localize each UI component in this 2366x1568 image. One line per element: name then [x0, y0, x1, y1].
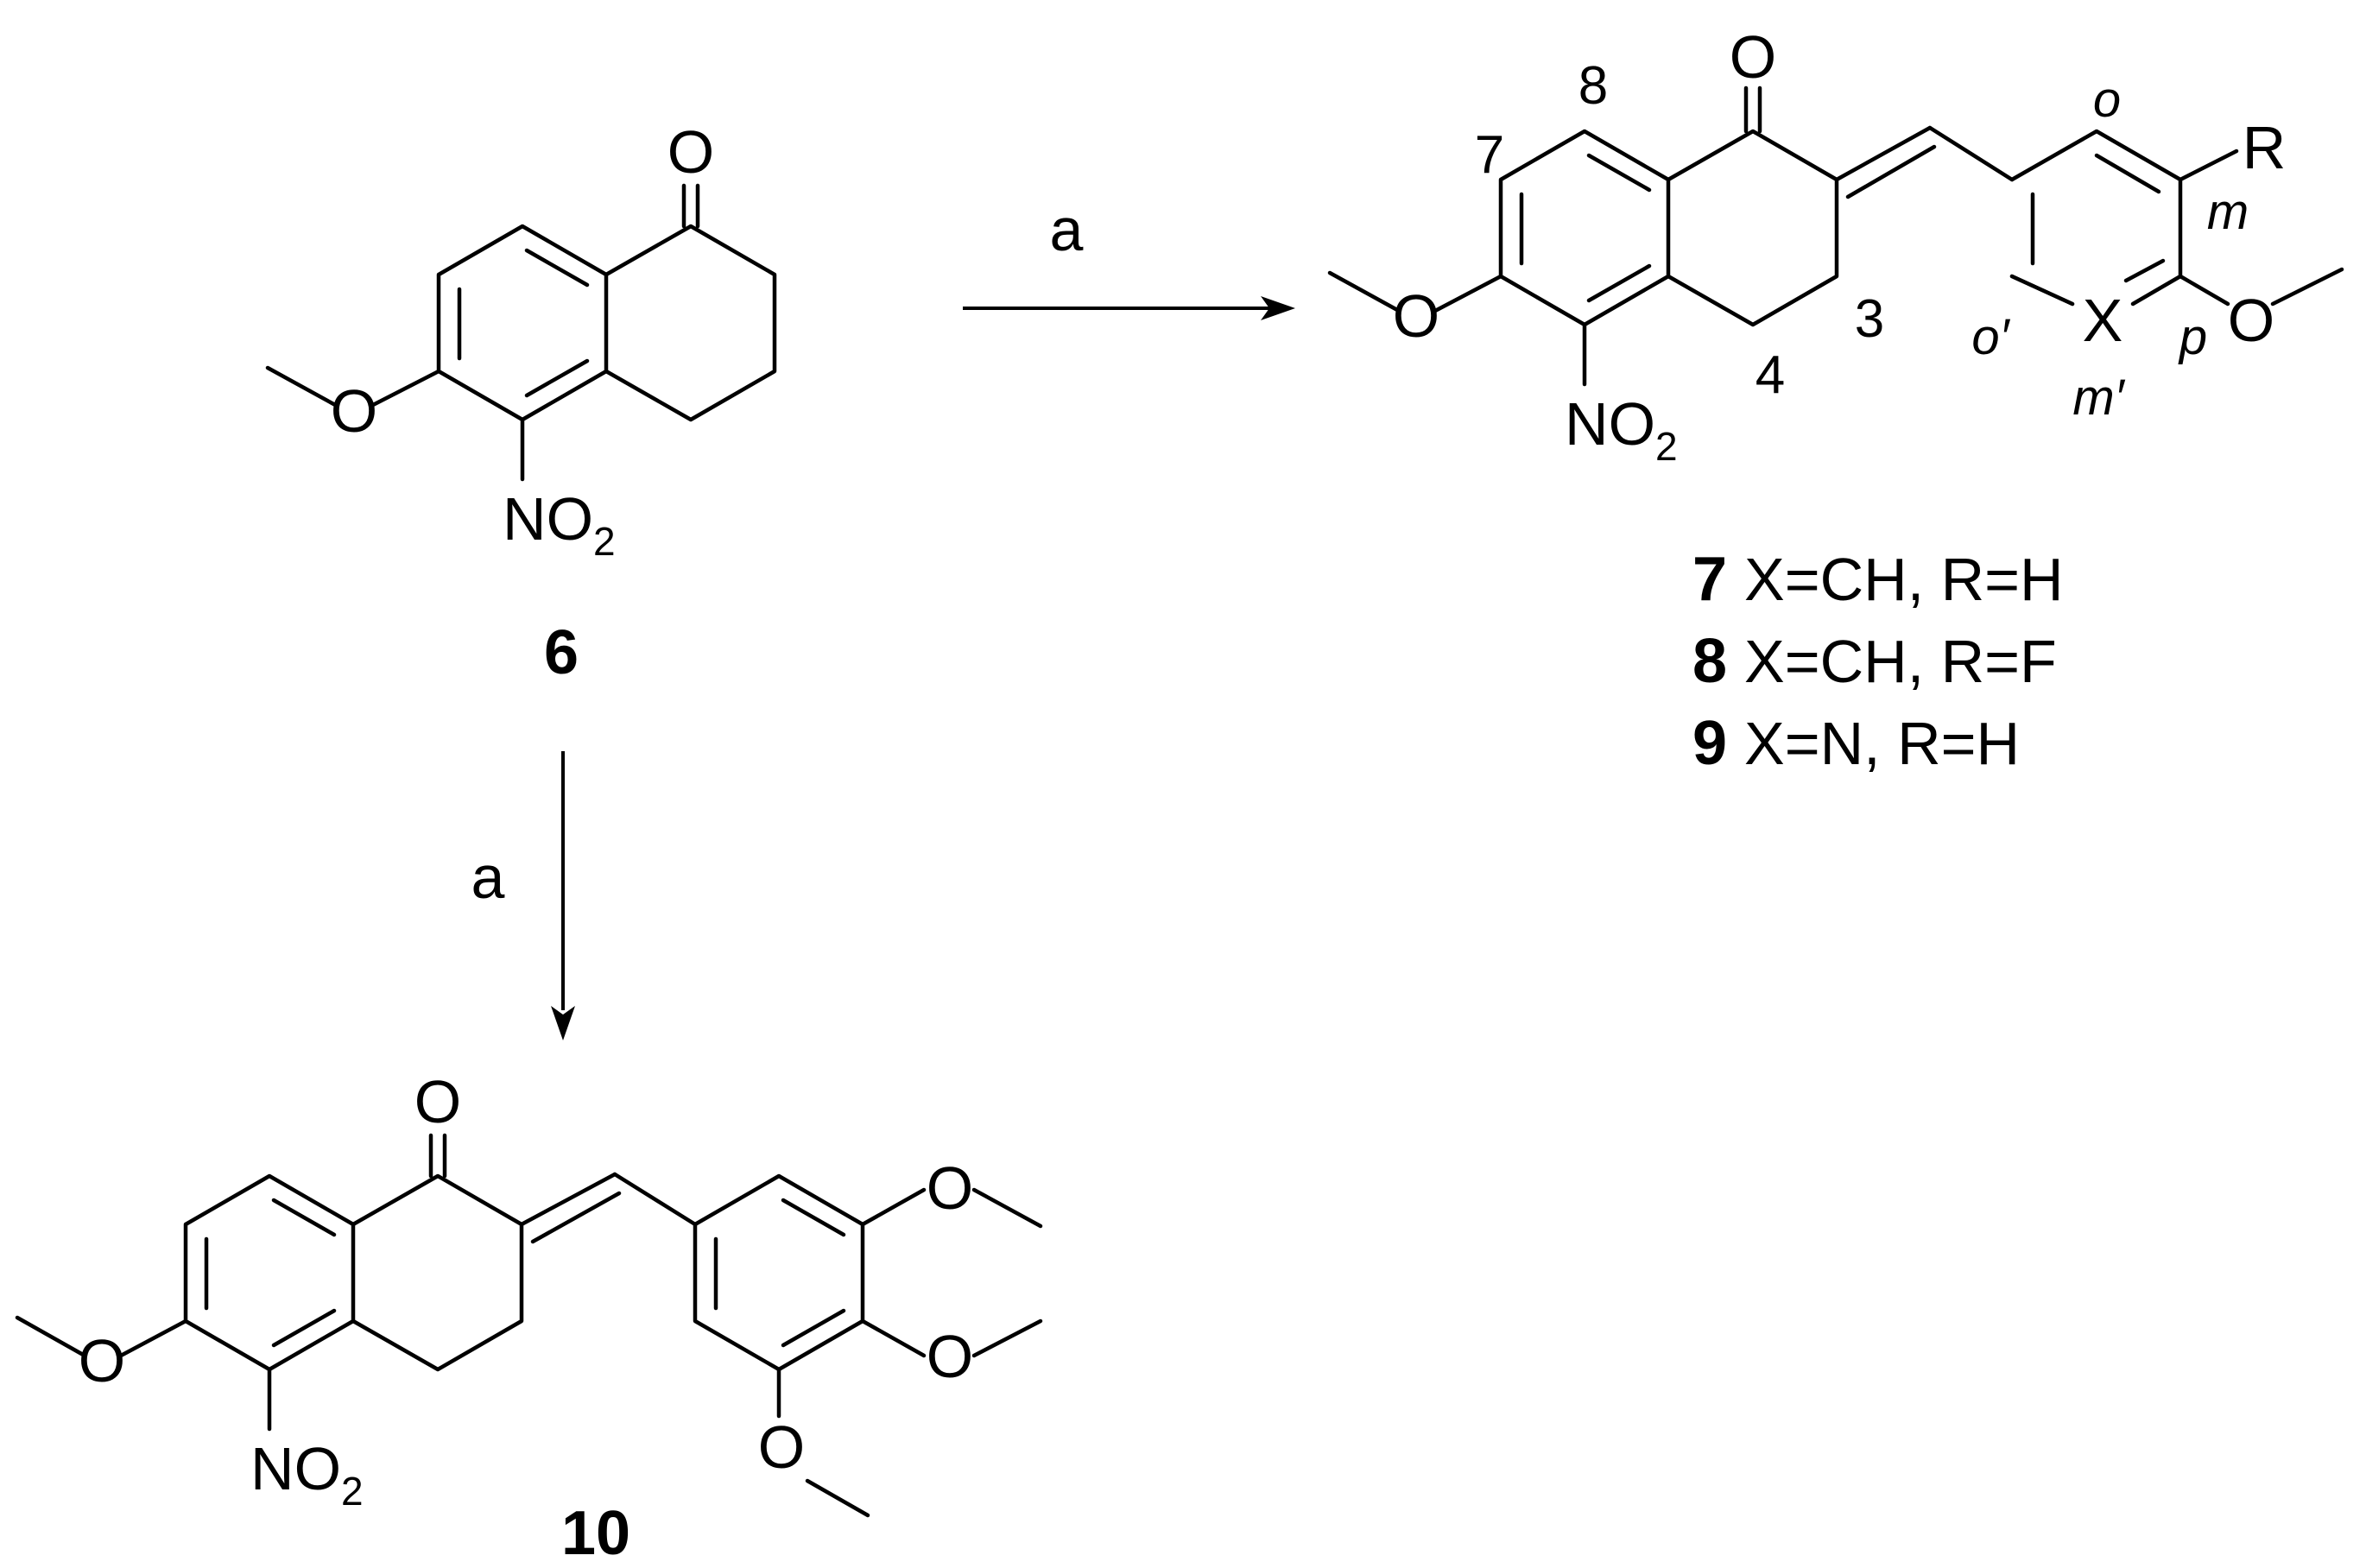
compound-7-pos-3: 3 — [1855, 289, 1884, 349]
compound-6-structure — [265, 183, 777, 482]
compound-10-methoxy-o: O — [79, 1327, 125, 1394]
compound-10-methoxy-5-o: O — [758, 1413, 805, 1481]
compound-7-nitro-group: NO2 — [1565, 390, 1678, 469]
compound-7-structure — [1327, 85, 2344, 387]
compound-7-ortho-label: o — [2093, 72, 2121, 128]
compound-7-para-label: p — [2178, 309, 2207, 365]
compound-10-structure — [15, 1133, 1043, 1518]
compound-10-methoxy-4-o: O — [927, 1323, 973, 1390]
compound-7-r-group: R — [2243, 114, 2287, 181]
compound-7-meta-prime-label: m′ — [2072, 370, 2125, 426]
compound-7-p-methoxy-o: O — [2228, 287, 2274, 354]
compound-7-meta-label: m — [2207, 184, 2249, 240]
compound-10-methoxy-3-o: O — [927, 1154, 973, 1222]
compound-7-pos-4: 4 — [1756, 345, 1785, 405]
compound-7-pos-8: 8 — [1578, 56, 1608, 116]
compound-7-pos-7: 7 — [1475, 125, 1504, 185]
compound-6-label: 6 — [544, 618, 579, 687]
arrow-right — [963, 296, 1295, 320]
compound-6-methoxy-o: O — [331, 377, 377, 445]
compound-7-x-atom: X — [2083, 287, 2123, 354]
compound-10-label: 10 — [561, 1499, 630, 1568]
arrow-right-label: a — [1050, 196, 1084, 263]
compound-7-ortho-prime-label: o′ — [1971, 309, 2010, 365]
compound-6-nitro-group: NO2 — [503, 485, 616, 564]
arrow-down — [551, 751, 575, 1040]
compound-6-carbonyl-o: O — [667, 118, 714, 186]
compound-7-carbonyl-o: O — [1730, 23, 1776, 91]
compound-10-nitro-group: NO2 — [250, 1435, 364, 1514]
arrow-down-label: a — [471, 844, 505, 911]
compound-10-carbonyl-o: O — [414, 1068, 461, 1135]
compound-7-methoxy-o: O — [1393, 282, 1439, 350]
